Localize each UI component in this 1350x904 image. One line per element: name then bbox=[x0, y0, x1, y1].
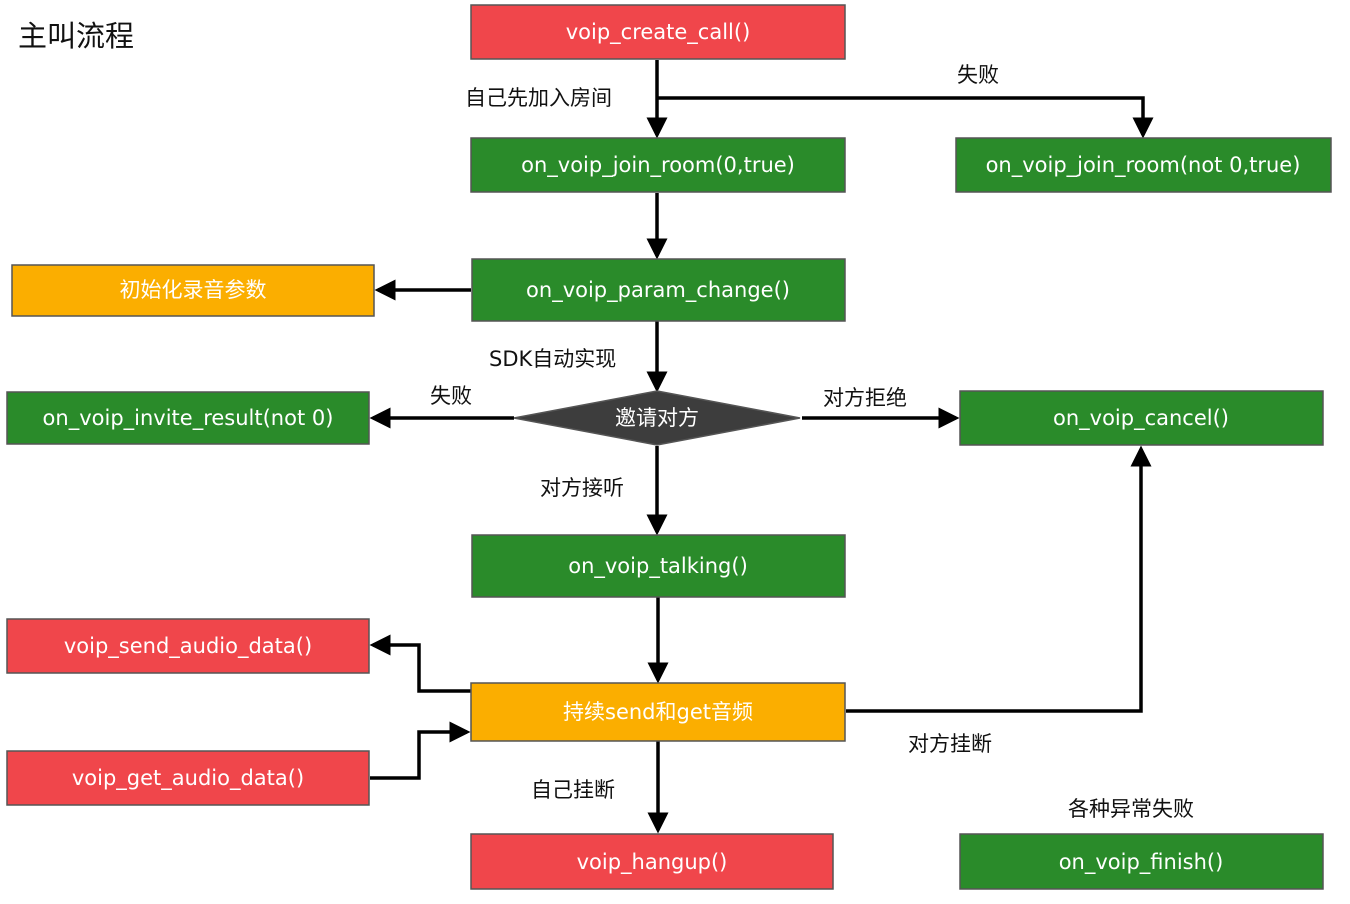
edge-create-to-join-fail bbox=[657, 96, 1154, 139]
node-join-room-fail: on_voip_join_room(not 0,true) bbox=[955, 137, 1332, 193]
svg-text:on_voip_cancel(): on_voip_cancel() bbox=[1053, 406, 1229, 431]
node-get-audio: voip_get_audio_data() bbox=[6, 750, 370, 806]
svg-text:初始化录音参数: 初始化录音参数 bbox=[120, 278, 267, 302]
svg-text:on_voip_join_room(0,true): on_voip_join_room(0,true) bbox=[521, 153, 795, 178]
node-talking: on_voip_talking() bbox=[471, 534, 846, 598]
svg-text:voip_create_call(): voip_create_call() bbox=[566, 20, 751, 45]
edge-label-invite-fail: 失败 bbox=[430, 384, 472, 408]
edges bbox=[369, 60, 1154, 834]
edge-label-peer-reject: 对方拒绝 bbox=[823, 386, 907, 410]
edge-loop-to-send bbox=[369, 634, 471, 693]
svg-text:voip_get_audio_data(): voip_get_audio_data() bbox=[72, 766, 304, 791]
edge-label-peer-hangup: 对方挂断 bbox=[908, 732, 992, 756]
edge-label-peer-answer: 对方接听 bbox=[540, 476, 624, 500]
node-loop-audio: 持续send和get音频 bbox=[470, 682, 846, 742]
node-hangup: voip_hangup() bbox=[470, 833, 834, 890]
edge-label-join-self: 自己先加入房间 bbox=[465, 86, 612, 110]
node-cancel: on_voip_cancel() bbox=[959, 390, 1324, 446]
edge-label-sdk-auto: SDK自动实现 bbox=[489, 347, 616, 371]
svg-text:voip_hangup(): voip_hangup() bbox=[577, 850, 728, 875]
edge-loop-to-cancel bbox=[846, 445, 1152, 713]
node-join-room-ok: on_voip_join_room(0,true) bbox=[470, 137, 846, 193]
svg-text:持续send和get音频: 持续send和get音频 bbox=[563, 700, 753, 724]
svg-text:on_voip_talking(): on_voip_talking() bbox=[568, 554, 748, 579]
svg-text:on_voip_join_room(not 0,true): on_voip_join_room(not 0,true) bbox=[986, 153, 1301, 178]
node-invite-result: on_voip_invite_result(not 0) bbox=[6, 391, 370, 445]
svg-text:on_voip_param_change(): on_voip_param_change() bbox=[526, 278, 790, 303]
edge-label-abnormal-fail: 各种异常失败 bbox=[1068, 797, 1194, 821]
edge-label-self-hangup: 自己挂断 bbox=[531, 778, 615, 802]
diagram-title: 主叫流程 bbox=[18, 19, 134, 53]
edge-get-to-loop bbox=[370, 721, 471, 780]
node-init-params: 初始化录音参数 bbox=[11, 264, 375, 317]
node-param-change: on_voip_param_change() bbox=[471, 258, 846, 322]
node-create-call: voip_create_call() bbox=[470, 4, 846, 60]
svg-text:on_voip_invite_result(not 0): on_voip_invite_result(not 0) bbox=[43, 406, 334, 431]
edge-label-join-fail: 失败 bbox=[957, 63, 999, 87]
svg-text:on_voip_finish(): on_voip_finish() bbox=[1059, 850, 1224, 875]
node-send-audio: voip_send_audio_data() bbox=[6, 618, 370, 674]
svg-text:voip_send_audio_data(): voip_send_audio_data() bbox=[64, 634, 312, 659]
svg-text:邀请对方: 邀请对方 bbox=[615, 406, 699, 430]
node-invite-decision: 邀请对方 bbox=[513, 390, 801, 446]
node-finish: on_voip_finish() bbox=[959, 833, 1324, 890]
